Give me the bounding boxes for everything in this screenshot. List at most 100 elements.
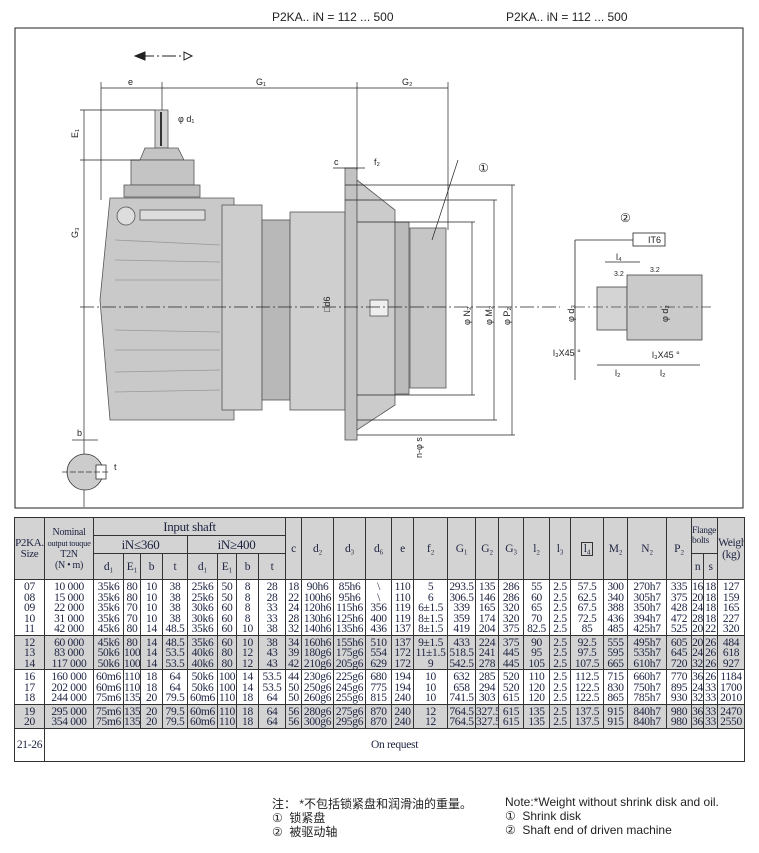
table-cell: 10 bbox=[242, 636, 253, 649]
table-cell: 12 bbox=[242, 657, 253, 670]
table-cell: 25k6 bbox=[191, 591, 214, 604]
label-t: t bbox=[114, 462, 117, 472]
table-cell: 35k6 bbox=[191, 623, 214, 635]
table-cell: 224 bbox=[478, 636, 496, 649]
table-cell: 1700 bbox=[720, 681, 742, 694]
table-cell: 10 bbox=[146, 591, 157, 604]
table-cell: 2.5 bbox=[553, 602, 567, 614]
table-cell: 24 bbox=[692, 681, 703, 694]
table-cell: 135 bbox=[124, 705, 141, 718]
table-cell: 327.5 bbox=[476, 705, 499, 718]
table-cell: 445 bbox=[502, 647, 520, 659]
table-cell: 1184 bbox=[720, 671, 742, 683]
table-cell: 2.5 bbox=[553, 636, 567, 649]
table-cell: 110 bbox=[394, 591, 411, 604]
table-cell: 194 bbox=[394, 681, 411, 694]
header-size: P2KA. Size bbox=[14, 517, 45, 580]
table-cell: 135h6 bbox=[335, 623, 364, 635]
table-cell: 70 bbox=[126, 612, 138, 625]
table-cell: 354 000 bbox=[51, 716, 87, 728]
table-cell: 30k6 bbox=[191, 612, 214, 625]
notes-chinese: 注： *不包括锁紧盘和润滑油的重量。 ① 锁紧盘 ② 被驱动轴 bbox=[272, 797, 472, 839]
table-cell: 80 bbox=[126, 636, 138, 649]
table-cell: 286 bbox=[502, 581, 520, 593]
note-en-1-num: ① bbox=[505, 809, 516, 823]
table-cell: 50k6 bbox=[191, 671, 214, 683]
table-cell: 172 bbox=[394, 647, 411, 659]
table-cell: 45k6 bbox=[97, 623, 120, 635]
table-cell: 70 bbox=[126, 602, 138, 614]
table-cell: 14 bbox=[146, 636, 157, 649]
label-l2-right: l₂ bbox=[660, 368, 666, 378]
table-cell: 120h6 bbox=[303, 602, 332, 614]
table-cell: 165 bbox=[722, 602, 740, 614]
table-cell: 60 bbox=[221, 612, 233, 625]
table-cell: 870 bbox=[370, 705, 387, 718]
table-cell: 28 bbox=[288, 612, 299, 625]
header-g1: G₁ bbox=[447, 517, 477, 580]
table-cell: 38 bbox=[266, 623, 278, 635]
header-p2: P₂ bbox=[666, 517, 693, 580]
table-cell: 33 bbox=[705, 692, 716, 704]
note-en-2-num: ② bbox=[505, 823, 516, 837]
table-cell: 95h6 bbox=[338, 591, 361, 604]
table-cell: 2.5 bbox=[553, 716, 567, 728]
table-cell: 75m6 bbox=[96, 692, 121, 704]
table-cell: 320 bbox=[722, 623, 740, 635]
drawing-frame bbox=[14, 27, 744, 509]
table-cell: 632 bbox=[453, 671, 470, 683]
table-cell: 64 bbox=[266, 716, 278, 728]
table-cell: 48.5 bbox=[165, 623, 185, 635]
header-flange-bolts: Flange bolts bbox=[691, 517, 719, 554]
table-cell: 33 bbox=[266, 612, 278, 625]
table-cell: 32 bbox=[288, 623, 299, 635]
table-cell: 2.5 bbox=[553, 623, 567, 635]
table-cell: 120 bbox=[528, 692, 545, 704]
table-cell: 20 bbox=[692, 636, 703, 649]
table-cell: 135 bbox=[528, 705, 545, 718]
table-cell: 293.5 bbox=[449, 581, 474, 593]
label-n2: φ N₂ bbox=[462, 306, 472, 325]
table-cell: 610h7 bbox=[633, 657, 661, 670]
table-cell: 35k6 bbox=[97, 612, 120, 625]
note-cn-1-num: ① bbox=[272, 811, 283, 825]
table-cell: 18 bbox=[242, 716, 253, 728]
table-cell: 137.5 bbox=[574, 705, 600, 718]
table-cell: 9 bbox=[427, 657, 434, 670]
header-g2: G₂ bbox=[475, 517, 500, 580]
table-cell: 80 bbox=[126, 591, 138, 604]
table-cell: 535h7 bbox=[633, 647, 661, 659]
label-e1: E₁ bbox=[70, 129, 80, 138]
table-cell: 50 bbox=[288, 692, 299, 704]
table-cell: 14 bbox=[146, 647, 157, 659]
table-cell: 110 bbox=[219, 692, 235, 704]
table-cell: 278 bbox=[478, 657, 496, 670]
table-cell: 830 bbox=[607, 681, 624, 694]
header-e: e bbox=[391, 517, 415, 580]
table-cell: 53.5 bbox=[262, 671, 282, 683]
table-cell: 240 bbox=[394, 716, 411, 728]
table-cell: 720 bbox=[670, 657, 688, 670]
table-cell: 14 bbox=[242, 671, 253, 683]
